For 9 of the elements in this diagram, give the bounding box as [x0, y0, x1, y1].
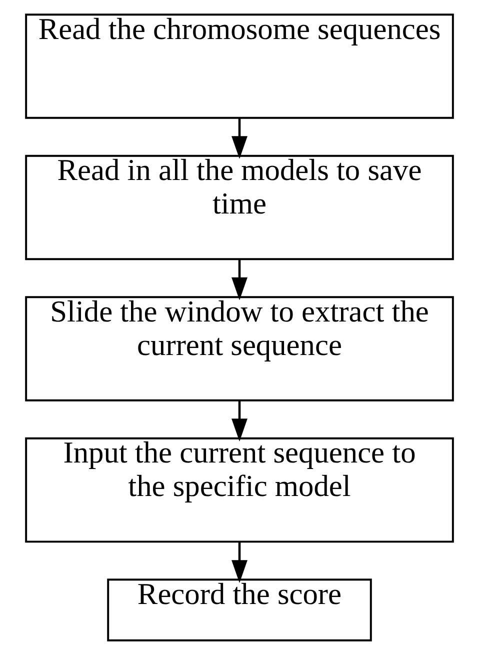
arrow: [231, 400, 247, 442]
node-box: Record the score: [106, 578, 372, 642]
arrow: [231, 542, 247, 583]
arrow: [231, 118, 247, 159]
node-box: Input the current sequence to the specific model: [24, 437, 454, 543]
node-box: Read the chromosome sequences: [24, 14, 454, 119]
arrow: [231, 259, 247, 300]
node-box: Slide the window to extract the current sequence: [24, 296, 454, 402]
node-box: Read in all the models to save time: [24, 154, 454, 260]
